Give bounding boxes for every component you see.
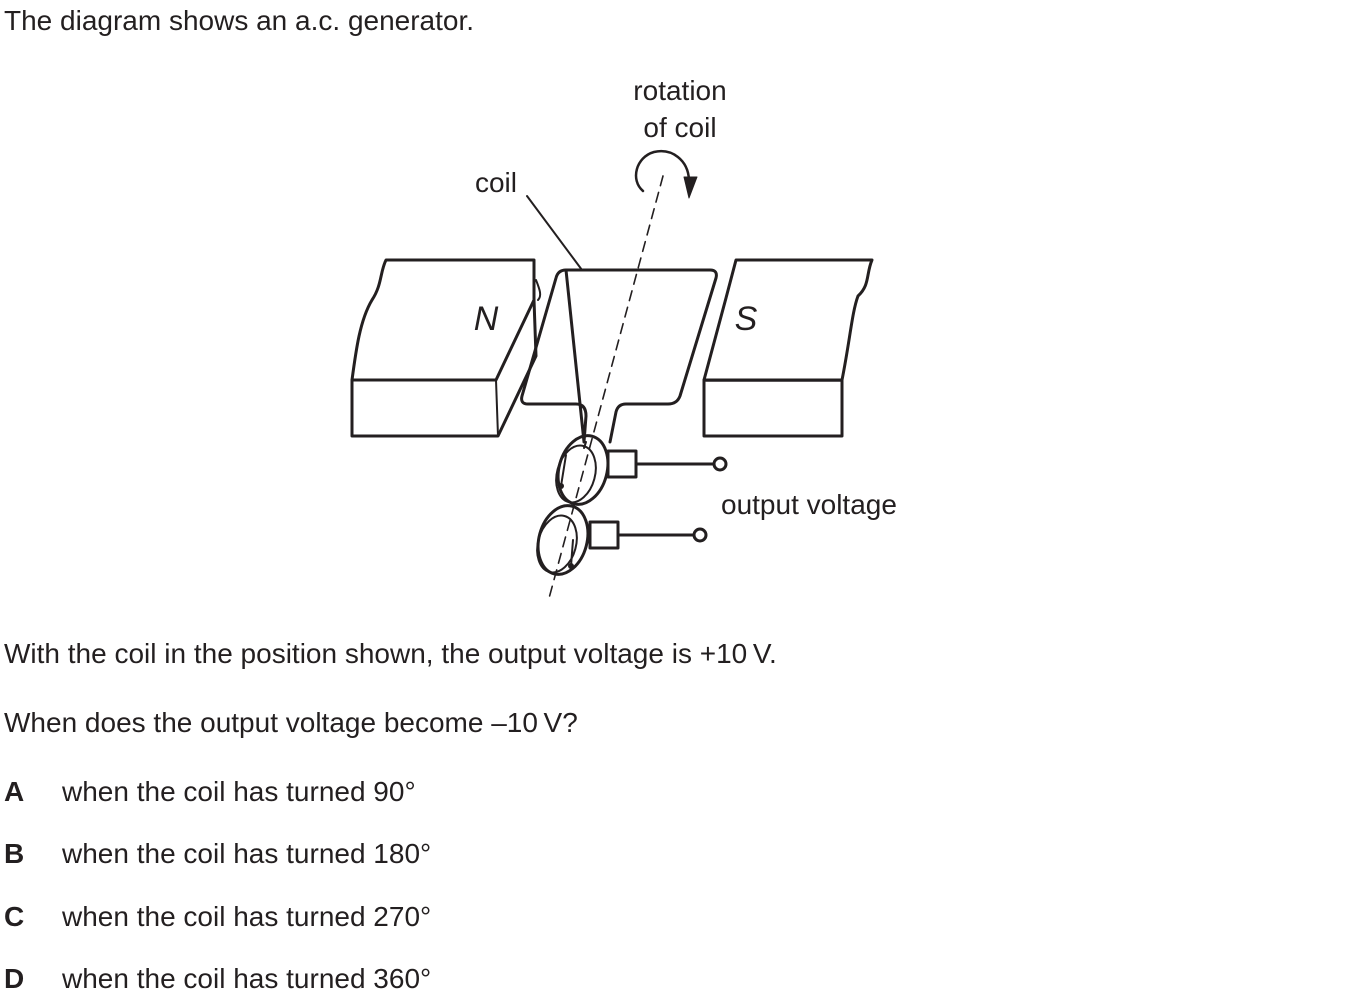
lower-slip-ring <box>536 504 590 576</box>
lower-brush <box>588 520 708 550</box>
south-pole-label: S <box>735 300 758 338</box>
coil-label: coil <box>475 167 517 198</box>
statement-text: With the coil in the position shown, the… <box>4 638 777 669</box>
option-letter: D <box>4 963 25 994</box>
rotation-axis <box>547 175 664 603</box>
upper-brush <box>606 449 728 479</box>
rotation-arrow-icon <box>634 149 698 199</box>
coil-leader-line <box>526 195 583 271</box>
question-text: When does the output voltage become –10 … <box>4 707 578 738</box>
option-text: when the coil has turned 180° <box>62 838 432 869</box>
output-voltage-label: output voltage <box>721 489 897 520</box>
option-text: when the coil has turned 360° <box>62 963 432 994</box>
option-text: when the coil has turned 90° <box>62 776 416 807</box>
intro-text: The diagram shows an a.c. generator. <box>4 5 475 36</box>
option-letter: B <box>4 838 25 869</box>
north-magnet <box>350 258 542 438</box>
option-text: when the coil has turned 270° <box>62 901 432 932</box>
rotation-label-line2: of coil <box>643 112 716 143</box>
rotation-label-line1: rotation <box>633 75 726 106</box>
south-magnet <box>702 258 874 438</box>
option-letter: C <box>4 901 25 932</box>
north-pole-label: N <box>474 300 499 338</box>
upper-slip-ring <box>555 434 610 506</box>
coil-loop <box>520 268 718 444</box>
ac-generator-diagram: rotation of coil coil N S output voltage <box>350 75 897 603</box>
option-letter: A <box>4 776 25 807</box>
